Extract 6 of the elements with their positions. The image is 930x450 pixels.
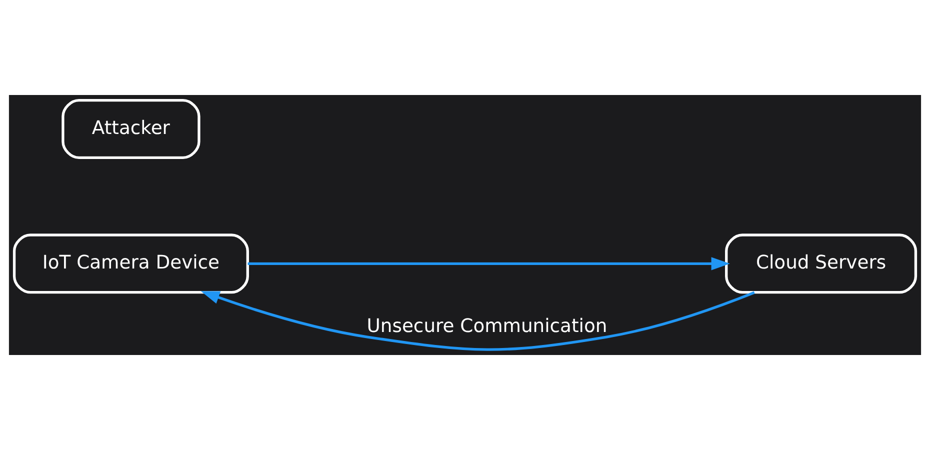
- node-box: IoT Camera Device: [12, 234, 249, 294]
- arrow: [200, 291, 755, 351]
- edge-label: Unsecure Communication: [366, 316, 608, 337]
- node-box: Cloud Servers: [725, 234, 918, 294]
- arrow: [248, 257, 730, 270]
- node-box: Attacker: [62, 99, 200, 159]
